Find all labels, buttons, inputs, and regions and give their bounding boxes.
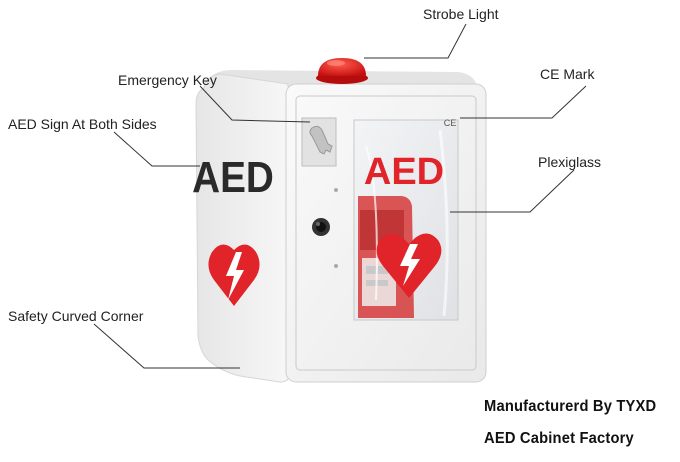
aed-sign-leader [113, 131, 200, 167]
strobe-light [318, 58, 366, 76]
label-emergency-key: Emergency Key [118, 72, 217, 88]
ce-mark: CE [444, 118, 457, 128]
front-aed-text: AED [364, 151, 444, 193]
callout-lines [93, 23, 587, 369]
label-plexiglass: Plexiglass [538, 154, 602, 170]
label-safety-corner: Safety Curved Corner [8, 308, 144, 324]
label-ce-mark: CE Mark [540, 66, 595, 82]
key-leader [199, 85, 311, 123]
emergency-key-icon [309, 125, 333, 155]
factory-line: AED Cabinet Factory [484, 430, 634, 447]
side-aed-text: AED [192, 152, 274, 202]
ce-leader [460, 85, 587, 119]
side-bolt-icon [226, 252, 244, 300]
door-frame [295, 95, 477, 371]
plexiglass-leader [450, 169, 575, 213]
manufacturer-line: Manufacturerd By TYXD [484, 398, 657, 415]
cabinet-side [195, 73, 291, 383]
label-strobe-light: Strobe Light [423, 6, 499, 22]
front-bolt-icon [400, 244, 420, 286]
corner-leader [93, 323, 240, 369]
label-aed-sign: AED Sign At Both Sides [8, 116, 157, 132]
strobe-leader [364, 23, 467, 59]
